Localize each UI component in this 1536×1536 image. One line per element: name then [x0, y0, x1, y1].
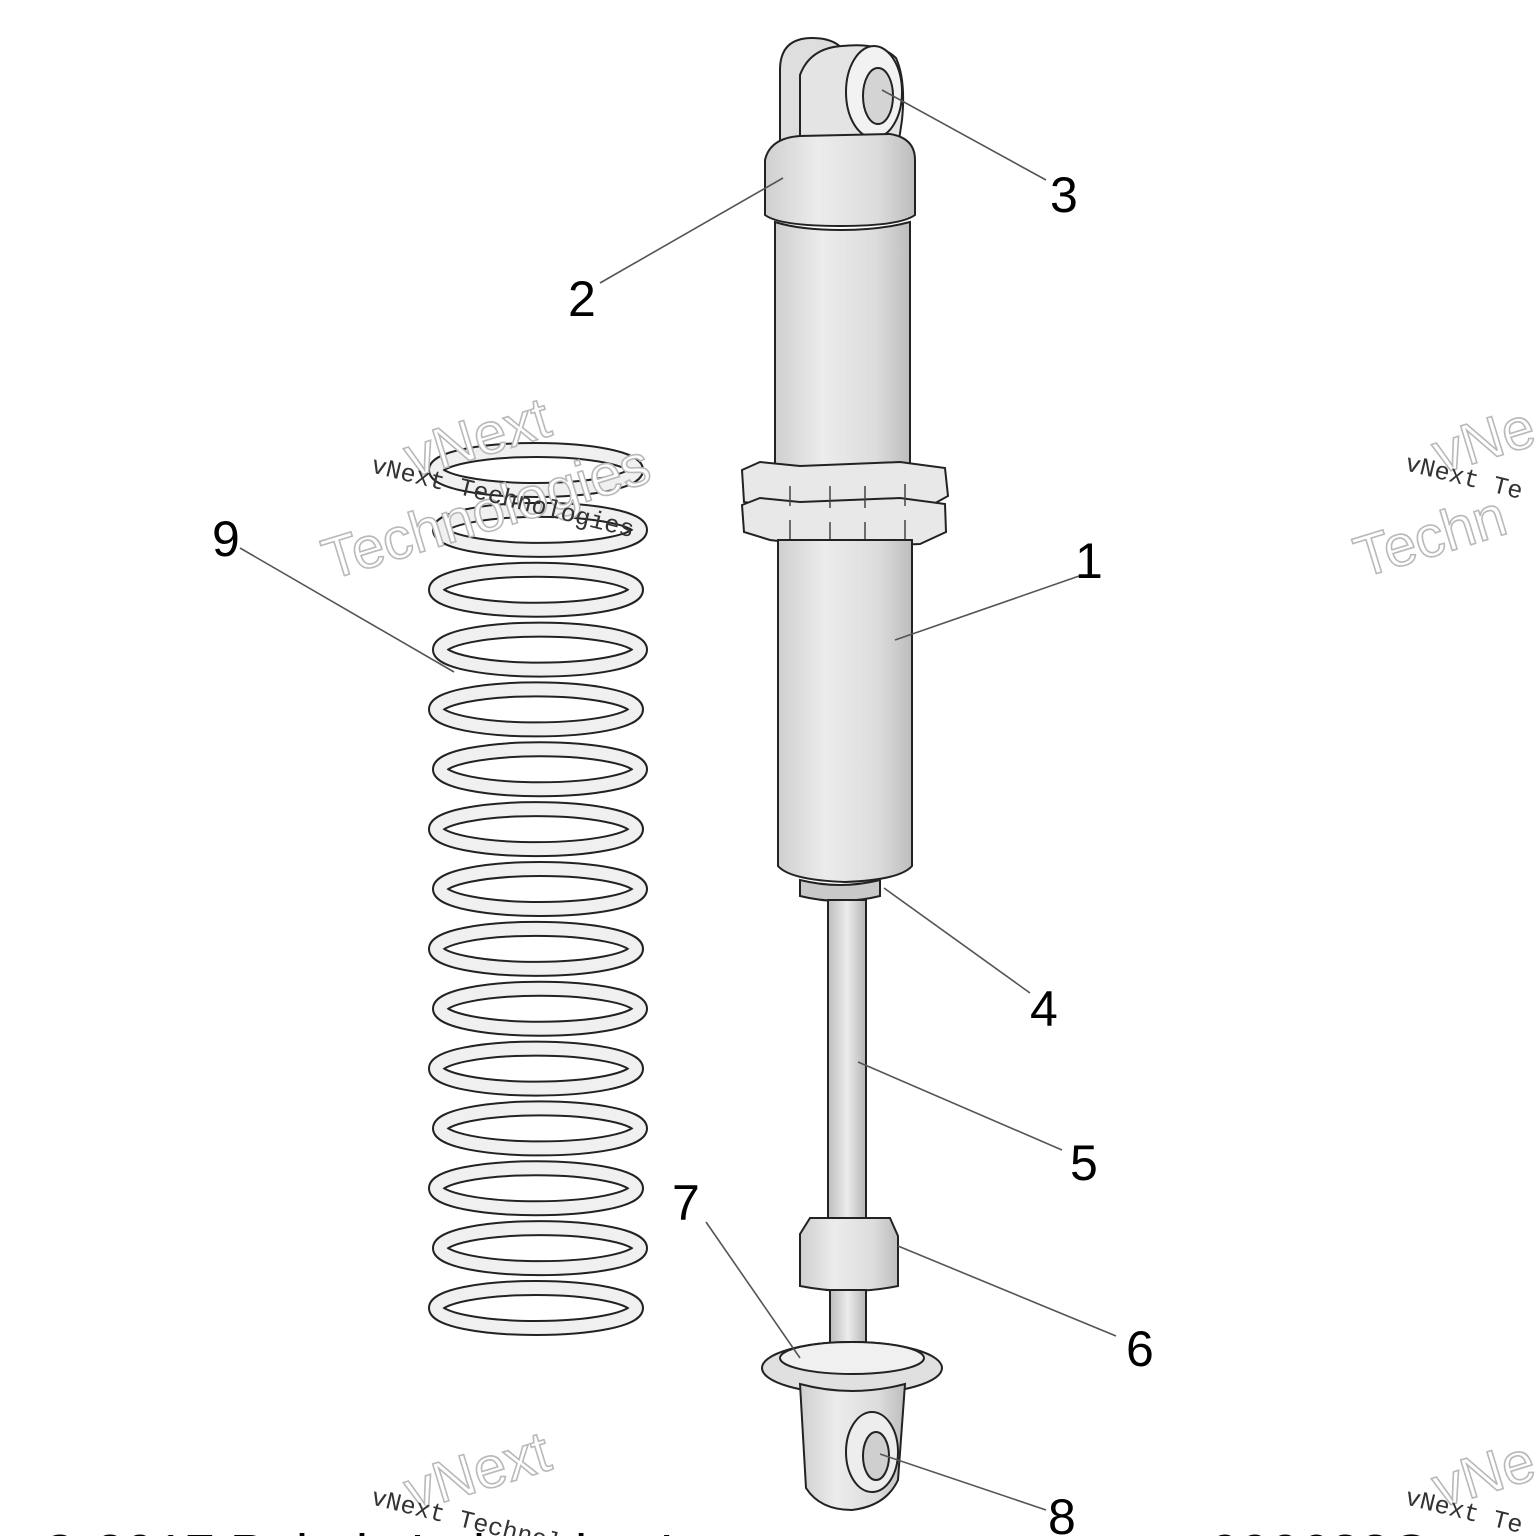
watermark-top-left: vNext Technologies vNext Technologies	[314, 384, 658, 593]
copyright-text: © 2017 Polaris Industries Inc.	[40, 1524, 746, 1536]
seal-ring	[799, 878, 881, 902]
spring-coil-face	[430, 1282, 642, 1334]
callout-9: 9	[212, 511, 240, 567]
leader-8	[879, 1453, 1047, 1511]
spring-coil-face	[434, 623, 646, 676]
upper-eye-mount	[779, 36, 905, 162]
spring-coil-face	[430, 683, 642, 736]
spring-coil-face	[430, 922, 642, 975]
callout-6: 6	[1126, 1321, 1154, 1377]
watermark-bottom-left: vNext vNext Technologies	[368, 1418, 637, 1536]
watermark-bottom-right: vNe vNext Te	[1402, 1427, 1536, 1536]
spring-coil-face	[430, 803, 642, 856]
spring-coil-face	[430, 444, 642, 496]
leader-4	[883, 887, 1031, 994]
callout-numbers: 1 2 3 4 5 6 7 8 9	[212, 167, 1154, 1536]
leader-1	[894, 574, 1083, 641]
leader-7	[705, 1221, 801, 1359]
coil-spring	[428, 442, 648, 1336]
spring-coil-face	[434, 743, 646, 796]
leader-2	[599, 177, 784, 284]
spring-coil-face	[434, 1102, 646, 1155]
callout-2: 2	[568, 271, 596, 327]
callout-8: 8	[1048, 1489, 1076, 1536]
spring-retainer	[761, 1341, 943, 1395]
figure-code: 990688C	[1210, 1524, 1429, 1536]
spring-coil-face	[434, 1222, 646, 1275]
leader-3	[881, 89, 1047, 181]
callout-3: 3	[1050, 167, 1078, 223]
spring-coil-face	[434, 982, 646, 1035]
callout-7: 7	[672, 1175, 700, 1231]
bumper	[799, 1217, 899, 1292]
leader-lines	[239, 89, 1117, 1511]
shock-absorber	[740, 36, 950, 1512]
spring-coil-face	[430, 1162, 642, 1215]
callout-4: 4	[1030, 981, 1058, 1037]
shock-body	[777, 539, 913, 884]
spring-coil-face	[434, 503, 646, 556]
leader-6	[897, 1245, 1117, 1337]
leader-5	[857, 1061, 1063, 1151]
spring-coil-face	[434, 863, 646, 915]
spring-coil-face	[430, 563, 642, 616]
leader-9	[239, 547, 455, 673]
watermark-top-right: vNe Techn vNext Te	[1346, 393, 1536, 591]
spring-coil-face	[430, 1042, 642, 1095]
reservoir-cap	[764, 132, 916, 228]
callout-5: 5	[1070, 1135, 1098, 1191]
preload-nuts	[740, 460, 950, 547]
footer: © 2017 Polaris Industries Inc. 990688C	[40, 1524, 1429, 1536]
callout-1: 1	[1075, 533, 1103, 589]
lower-eye-mount	[798, 1382, 907, 1512]
upper-body	[774, 220, 911, 479]
